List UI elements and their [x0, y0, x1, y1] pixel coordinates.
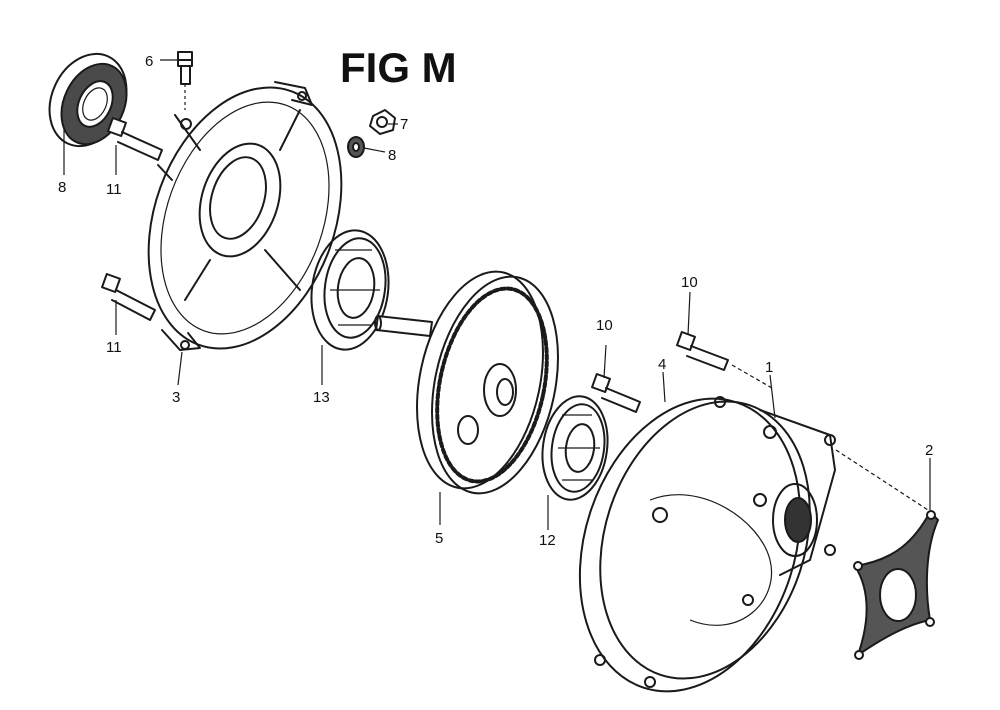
bolt-10-left-part [591, 373, 641, 413]
callout-3: 3 [172, 389, 180, 406]
bolt-6-part [177, 51, 193, 110]
callout-13: 13 [313, 389, 330, 406]
bearing-13-part [310, 229, 390, 351]
callout-11-top: 11 [106, 181, 122, 198]
washer-9-part [347, 136, 365, 158]
callout-4: 4 [658, 356, 666, 373]
gasket-plate-2-part [853, 510, 939, 660]
callout-6: 6 [145, 53, 153, 70]
leader-lines [63, 59, 931, 530]
callout-7: 7 [400, 116, 408, 133]
callout-2: 2 [925, 442, 933, 459]
callout-12: 12 [539, 532, 556, 549]
callout-9: 8 [388, 147, 396, 164]
bolt-11-top-part [107, 117, 163, 161]
gear-case-4-part [578, 396, 836, 693]
oil-seal-part [48, 52, 128, 148]
bolt-11-bottom-part [101, 273, 156, 321]
bolt-10-right-part [676, 331, 729, 371]
callout-5: 5 [435, 530, 443, 547]
housing-cover-part [147, 81, 343, 351]
callout-8: 8 [58, 179, 66, 196]
ring-gear-5-part [374, 270, 559, 495]
figure-title: FIG M [340, 44, 457, 91]
callout-1: 1 [765, 359, 773, 376]
callout-10-left: 10 [596, 317, 613, 334]
nut-7-part [369, 109, 396, 135]
bearing-12-part [541, 395, 609, 501]
callout-10-right: 10 [681, 274, 698, 291]
callout-11-bottom: 11 [106, 339, 122, 356]
